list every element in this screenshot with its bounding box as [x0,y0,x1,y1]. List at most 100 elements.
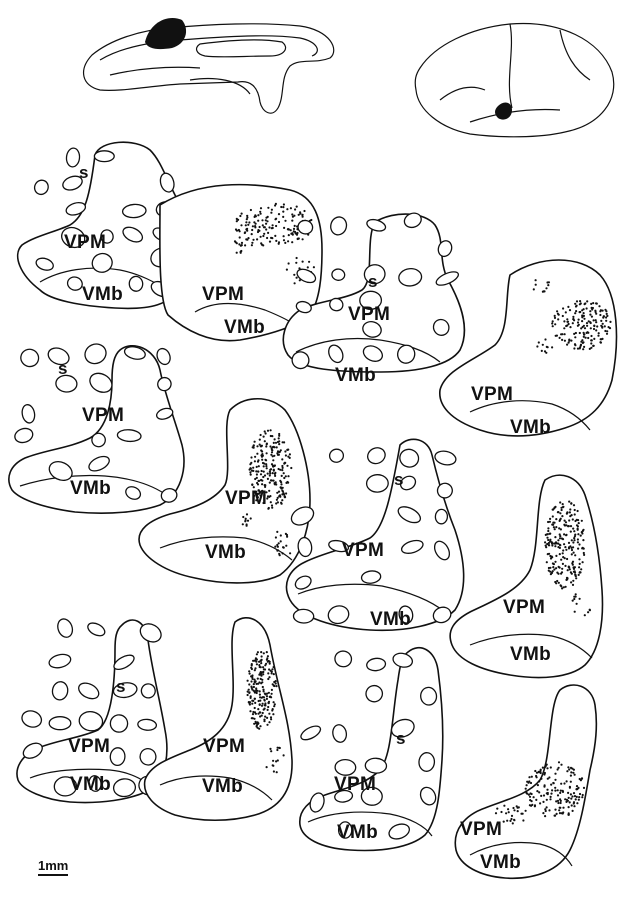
lesion-marker-sagittal [145,18,186,49]
label-vmb: VMb [480,852,521,873]
labeled-neuron-dot [282,552,284,554]
labeled-neuron-dot [277,450,279,452]
cell-lesion [366,657,386,671]
labeled-neuron-dot [303,210,305,212]
labeled-neuron-dot [582,794,584,796]
labeled-neuron-dot [573,596,575,598]
labeled-neuron-dot [246,216,248,218]
labeled-neuron-dot [590,327,592,329]
labeled-neuron-dot [577,548,579,550]
labeled-neuron-dot [269,445,271,447]
labeled-neuron-dot [550,793,552,795]
labeled-neuron-dot [270,501,272,503]
label-s: s [394,470,403,489]
labeled-neuron-dot [564,565,566,567]
labeled-neuron-dot [269,469,271,471]
labeled-neuron-dot [575,310,577,312]
labeled-neuron-dot [546,561,548,563]
labeled-neuron-dot [588,320,590,322]
label-vpm: VPM [64,232,106,253]
labeled-neuron-dot [269,482,271,484]
labeled-neuron-dot [261,219,263,221]
labeled-neuron-dot [267,709,269,711]
labeled-neuron-dot [302,238,304,240]
labeled-neuron-dot [549,571,551,573]
labeled-neuron-dot [601,338,603,340]
label-vmb: VMb [82,284,123,305]
labeled-neuron-dot [261,459,263,461]
labeled-neuron-dot [606,333,608,335]
labeled-neuron-dot [572,316,574,318]
labeled-neuron-dot [538,341,540,343]
labeled-neuron-dot [264,474,266,476]
labeled-neuron-dot [560,790,562,792]
labeled-neuron-dot [268,676,270,678]
labeled-neuron-dot [534,770,536,772]
labeled-neuron-dot [543,794,545,796]
labeled-neuron-dot [250,462,252,464]
labeled-neuron-dot [276,531,278,533]
labeled-neuron-dot [559,537,561,539]
labeled-neuron-dot [263,465,265,467]
labeled-neuron-dot [570,793,572,795]
labeled-neuron-dot [269,241,271,243]
labeled-neuron-dot [560,764,562,766]
labeled-neuron-dot [272,480,274,482]
labeled-neuron-dot [296,232,298,234]
labeled-neuron-dot [569,801,571,803]
cell-lesion [331,268,345,281]
labeled-neuron-dot [553,782,555,784]
labeled-neuron-dot [262,673,264,675]
labeled-neuron-dot [500,811,502,813]
labeled-neuron-dot [291,241,293,243]
labeled-neuron-dot [245,224,247,226]
labeled-neuron-dot [572,564,574,566]
labeled-neuron-dot [557,802,559,804]
labeled-neuron-dot [580,302,582,304]
labeled-neuron-dot [266,657,268,659]
labeled-neuron-dot [586,307,588,309]
labeled-neuron-dot [573,552,575,554]
labeled-neuron-dot [579,793,581,795]
labeled-neuron-dot [264,708,266,710]
labeled-neuron-dot [578,574,580,576]
labeled-neuron-dot [279,480,281,482]
labeled-neuron-dot [541,350,543,352]
labeled-neuron-dot [538,791,540,793]
labeled-neuron-dot [540,778,542,780]
labeled-neuron-dot [274,703,276,705]
labeled-neuron-dot [247,520,249,522]
labeled-neuron-dot [266,724,268,726]
labeled-neuron-dot [268,721,270,723]
labeled-neuron-dot [271,227,273,229]
label-vmb: VMb [205,542,246,563]
labeled-neuron-dot [248,683,250,685]
labeled-neuron-dot [256,466,258,468]
labeled-neuron-dot [266,237,268,239]
labeled-neuron-dot [266,467,268,469]
labeled-neuron-dot [257,229,259,231]
labeled-neuron-dot [551,544,553,546]
labeled-neuron-dot [572,518,574,520]
labeled-neuron-dot [274,438,276,440]
labeled-neuron-dot [564,333,566,335]
label-vpm: VPM [68,736,110,757]
labeled-neuron-dot [570,502,572,504]
labeled-neuron-dot [543,786,545,788]
label-vpm: VPM [203,736,245,757]
labeled-neuron-dot [271,668,273,670]
labeled-neuron-dot [568,814,570,816]
labeled-neuron-dot [250,695,252,697]
labeled-neuron-dot [562,506,564,508]
labeled-neuron-dot [513,809,515,811]
labeled-neuron-dot [566,321,568,323]
labeled-neuron-dot [277,759,279,761]
labeled-neuron-dot [275,225,277,227]
labeled-neuron-dot [547,553,549,555]
labeled-neuron-dot [267,655,269,657]
labeled-neuron-dot [530,805,532,807]
labeled-neuron-dot [567,569,569,571]
labeled-neuron-dot [272,713,274,715]
labeled-neuron-dot [535,799,537,801]
